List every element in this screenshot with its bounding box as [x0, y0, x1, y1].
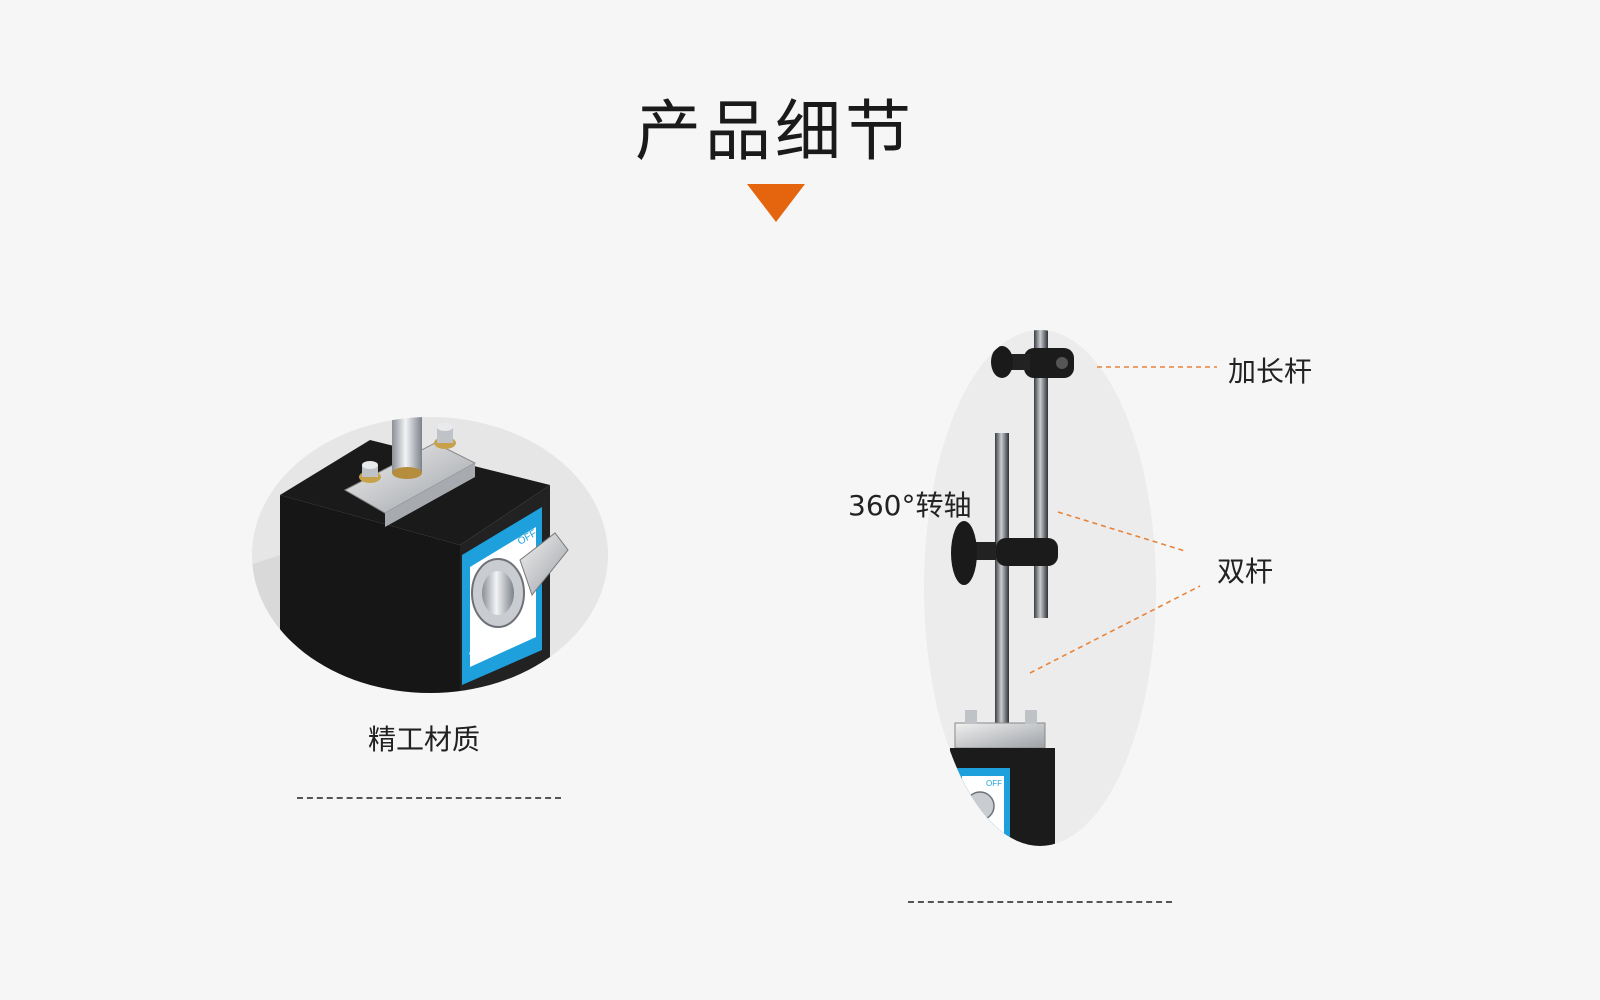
precision-material-caption: 精工材质 — [368, 723, 481, 756]
rotation-axis-label: 360°转轴 — [848, 489, 972, 522]
down-arrow-icon — [747, 184, 805, 222]
magnetic-base-photo: ON OFF MAGNETIC — [252, 417, 608, 693]
double-rod-label: 双杆 — [1217, 555, 1274, 588]
section-title: 产品细节 — [635, 93, 915, 170]
right-divider — [908, 901, 1172, 903]
double-rod-stand-photo: OFF — [924, 330, 1156, 846]
left-divider — [297, 797, 561, 799]
base-dial-off-text: OFF — [986, 779, 1002, 788]
extension-rod-label: 加长杆 — [1228, 355, 1313, 388]
